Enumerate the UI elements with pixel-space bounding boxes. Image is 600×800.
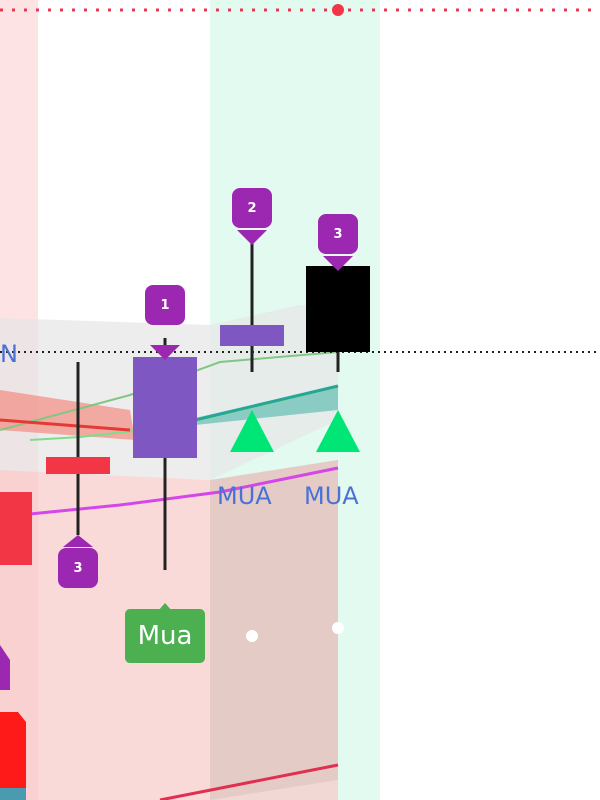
pointer xyxy=(150,345,180,360)
pointer xyxy=(63,535,93,547)
pointer xyxy=(323,256,353,271)
cloud-band-brown xyxy=(210,460,338,800)
teal-marker-partial xyxy=(0,788,26,800)
candle-body[interactable] xyxy=(0,492,32,565)
magenta-ma-line xyxy=(19,466,339,517)
dot-marker xyxy=(246,630,258,642)
buy-signal-label: MUA xyxy=(217,482,272,510)
marker-badge[interactable]: 3 xyxy=(318,214,358,254)
candle-body[interactable] xyxy=(46,457,110,474)
red-ma-line xyxy=(0,418,131,432)
marker-badge[interactable]: 3 xyxy=(58,548,98,588)
candle-body[interactable] xyxy=(220,325,284,346)
buy-signal-label: MUA xyxy=(304,482,359,510)
candle-body[interactable] xyxy=(306,266,370,352)
buy-tag[interactable]: Mua xyxy=(125,609,205,663)
red-marker-partial xyxy=(0,712,26,790)
edge-label: N xyxy=(0,340,18,368)
purple-marker-partial xyxy=(0,645,10,690)
buy-triangle-icon xyxy=(316,410,360,452)
marker-badge[interactable]: 1 xyxy=(145,285,185,325)
pointer xyxy=(237,230,267,245)
marker-badge[interactable]: 2 xyxy=(232,188,272,228)
price-dot xyxy=(332,4,344,16)
teal-ma-line xyxy=(194,384,339,422)
red-lower-line xyxy=(159,763,339,800)
buy-triangle-icon xyxy=(230,410,274,452)
dot-marker xyxy=(332,622,344,634)
candle-body[interactable] xyxy=(133,357,197,458)
